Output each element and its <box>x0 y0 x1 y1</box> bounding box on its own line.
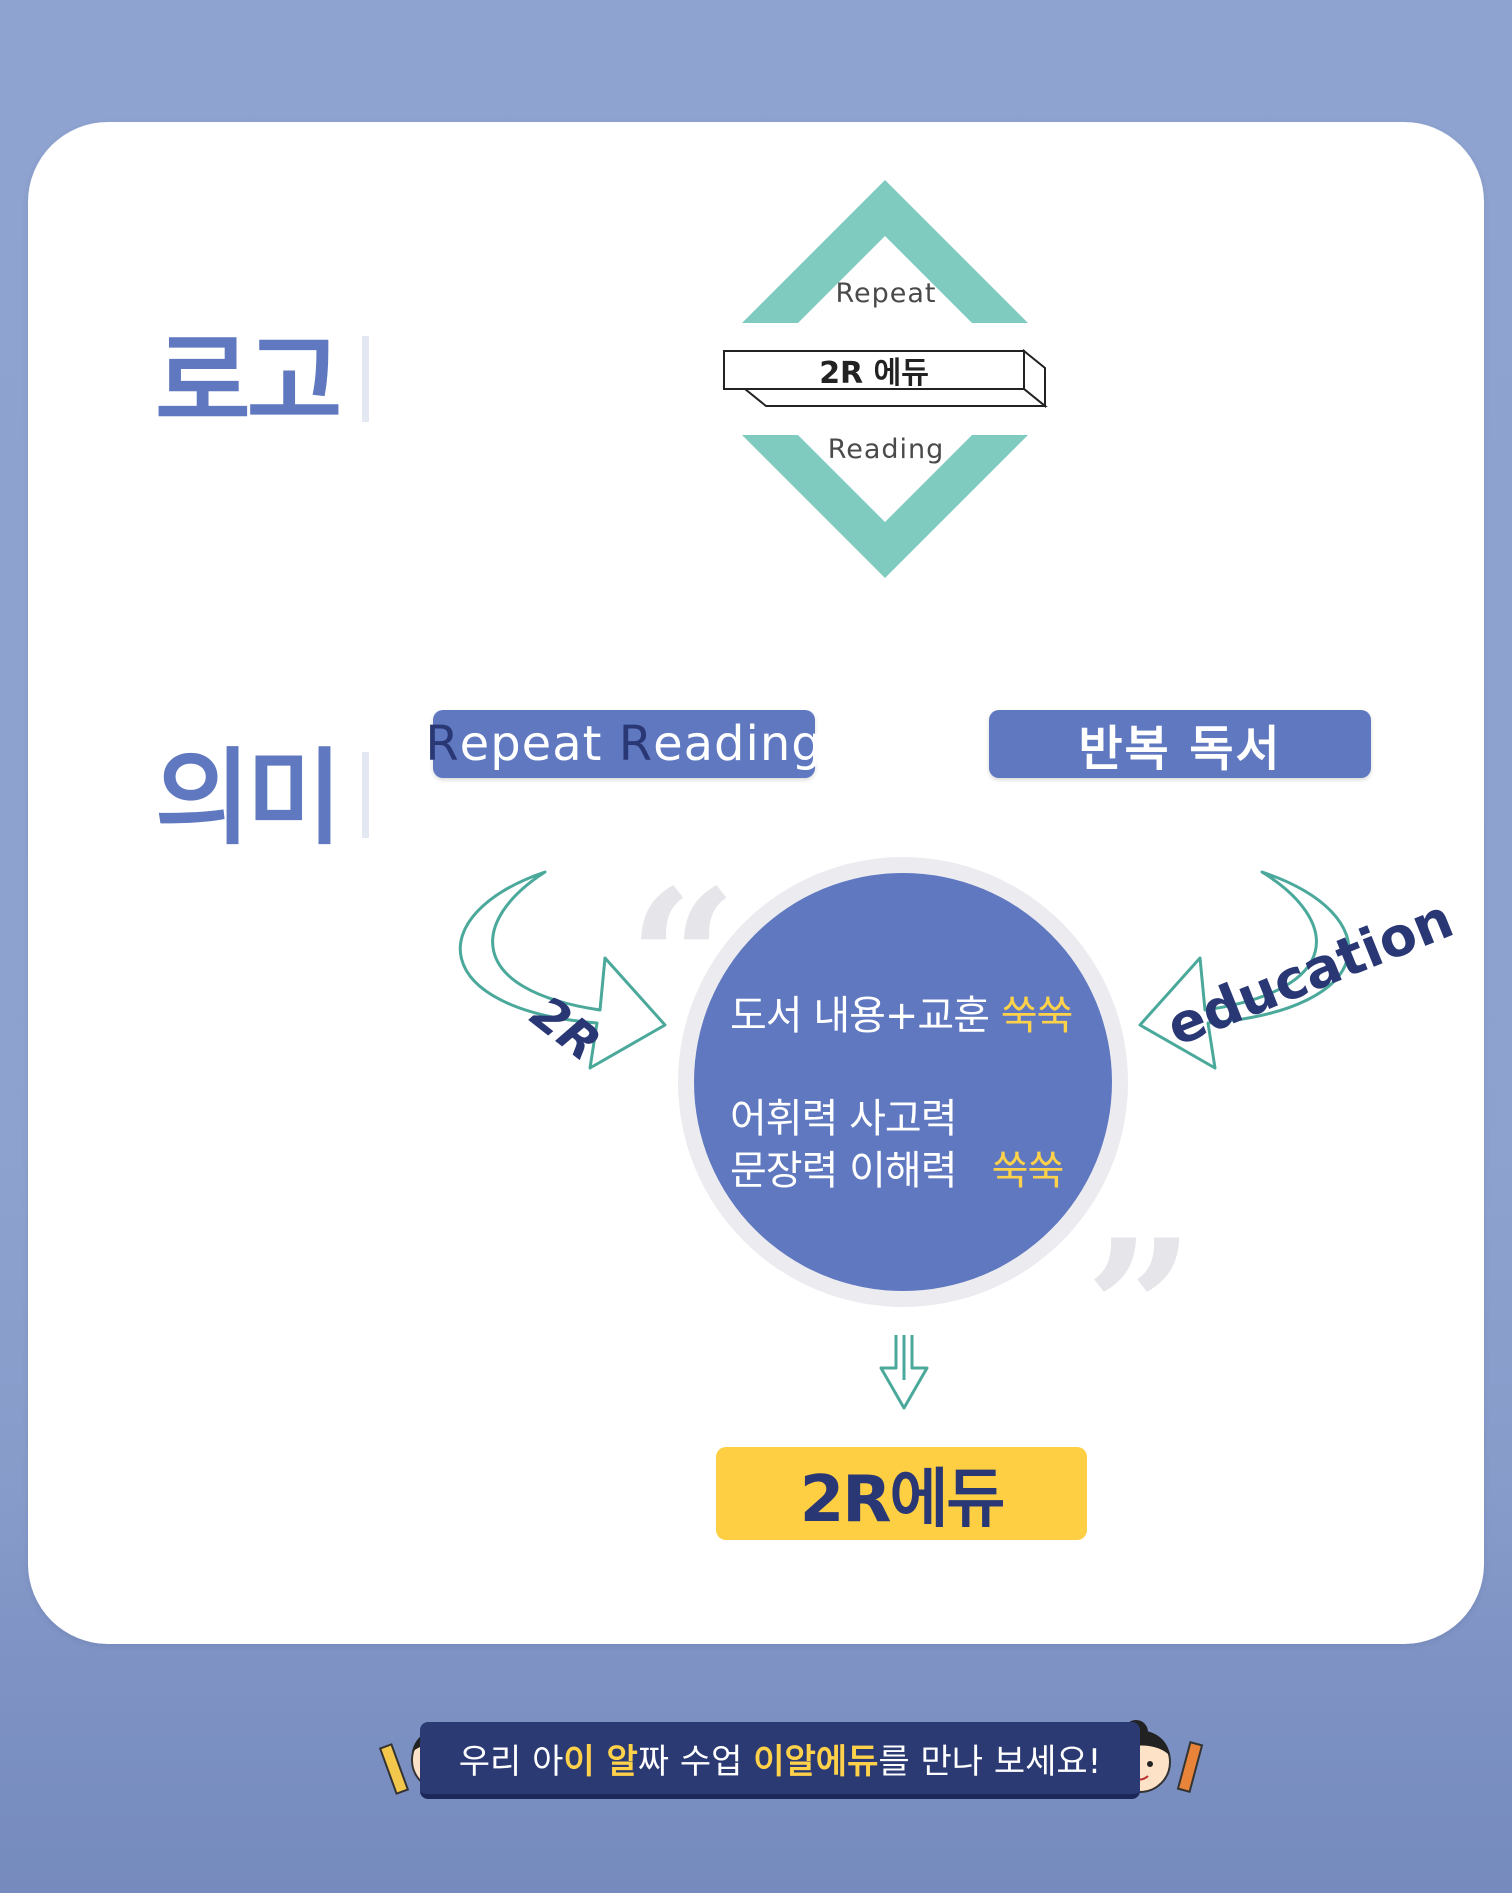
circle-line-3: 문장력 이해력 쑥쑥 <box>730 1138 1065 1196</box>
logo-top-chevron <box>742 180 1028 323</box>
pill-text: epeat <box>459 716 619 772</box>
banner-highlight: 이알에듀 <box>753 1741 879 1782</box>
circle-line-1: 도서 내용+교훈 쑥쑥 <box>730 983 1074 1041</box>
logo-bottom-word: Reading <box>827 434 945 465</box>
banner-text: 짜 수업 <box>637 1741 754 1782</box>
center-circle <box>694 873 1112 1291</box>
pencil-icon-left <box>378 1743 410 1795</box>
pill-initial: R <box>425 716 460 772</box>
banner-text: 를 만나 보세요! <box>878 1741 1102 1782</box>
logo-bottom-chevron <box>742 435 1028 578</box>
pill-repeat-reading-korean: 반복 독서 <box>989 710 1371 778</box>
left-curved-arrow <box>458 870 667 1070</box>
result-badge: 2R에듀 <box>716 1447 1087 1540</box>
logo-top-word: Repeat <box>835 278 937 309</box>
pencil-icon-right <box>1176 1741 1204 1793</box>
section-label-logo: 로고 <box>155 321 342 443</box>
pill-text: eading <box>653 716 823 772</box>
close-quote-mark: ” <box>1085 1198 1195 1421</box>
logo-center-box <box>723 350 1025 390</box>
banner-text: 우리 아 <box>458 1741 564 1782</box>
section-label-meaning: 의미 <box>155 737 342 859</box>
down-arrow <box>879 1335 929 1410</box>
circle-line-1-accent: 쑥쑥 <box>1000 993 1074 1039</box>
banner-highlight: 이 알 <box>563 1741 638 1782</box>
circle-line-2: 어휘력 사고력 <box>730 1096 958 1142</box>
circle-line-3-accent: 쑥쑥 <box>991 1148 1065 1194</box>
right-curved-arrow <box>1138 870 1351 1070</box>
label-divider <box>362 336 369 422</box>
circle-line-3-text: 문장력 이해력 <box>730 1148 958 1194</box>
pill-initial: R <box>618 716 654 772</box>
label-divider <box>362 752 369 838</box>
circle-line-1-text: 도서 내용+교훈 <box>730 993 990 1039</box>
logo-center-word: 2R 에듀 <box>819 356 929 391</box>
